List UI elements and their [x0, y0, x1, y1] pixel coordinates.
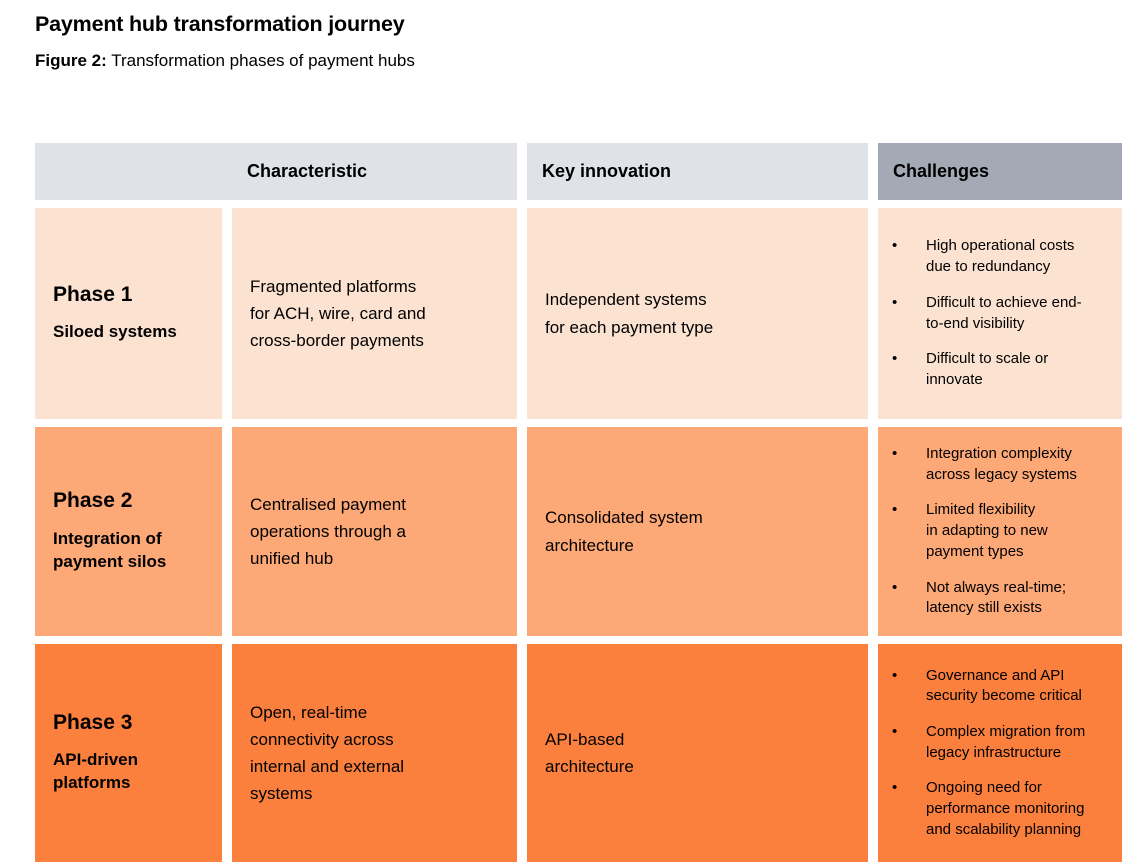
- key-innovation-cell: Consolidated system architecture: [527, 427, 868, 636]
- challenges-cell: • Governance and API security become cri…: [878, 644, 1122, 862]
- phase-subtitle: Integration of payment silos: [53, 528, 167, 571]
- challenges-list: • Governance and API security become cri…: [892, 666, 1112, 841]
- challenge-text: Difficult to achieve end- to-end visibil…: [926, 293, 1082, 332]
- bullet-icon: •: [892, 293, 898, 311]
- bullet-icon: •: [892, 501, 898, 519]
- figure-caption: Figure 2: Transformation phases of payme…: [35, 50, 1110, 71]
- phase-subtitle: Siloed systems: [53, 322, 177, 342]
- challenge-text: Not always real-time; latency still exis…: [926, 578, 1067, 617]
- bullet-icon: •: [892, 722, 898, 740]
- challenge-text: Complex migration from legacy infrastruc…: [926, 722, 1086, 761]
- bullet-icon: •: [892, 578, 898, 596]
- key-innovation-text: Independent systems for each payment typ…: [545, 290, 714, 337]
- challenges-list: • Integration complexity across legacy s…: [892, 444, 1112, 619]
- challenge-text: Limited flexibility in adapting to new p…: [926, 501, 1048, 560]
- list-item: • Complex migration from legacy infrastr…: [892, 722, 1112, 763]
- key-innovation-cell: API-based architecture: [527, 644, 868, 862]
- bullet-icon: •: [892, 445, 898, 463]
- list-item: • High operational costs due to redundan…: [892, 236, 1112, 277]
- header-cell-key-innovation: Key innovation: [527, 143, 868, 200]
- list-item: • Not always real-time; latency still ex…: [892, 578, 1112, 619]
- characteristic-text: Open, real-time connectivity across inte…: [250, 702, 405, 804]
- table-header-row: Characteristic Key innovation Challenges: [35, 143, 1122, 200]
- figure-caption-label: Figure 2:: [35, 50, 107, 70]
- list-item: • Ongoing need for performance monitorin…: [892, 778, 1112, 840]
- key-innovation-cell: Independent systems for each payment typ…: [527, 208, 868, 419]
- phase-cell: Phase 1 Siloed systems: [35, 208, 222, 419]
- list-item: • Difficult to scale or innovate: [892, 349, 1112, 390]
- header-label-key-innovation: Key innovation: [542, 160, 672, 181]
- challenge-text: Governance and API security become criti…: [926, 666, 1082, 705]
- characteristic-text: Fragmented platforms for ACH, wire, card…: [250, 276, 426, 351]
- header-label-challenges: Challenges: [893, 160, 990, 181]
- list-item: • Difficult to achieve end- to-end visib…: [892, 293, 1112, 334]
- characteristic-cell: Centralised payment operations through a…: [232, 427, 517, 636]
- header-cell-phase: [35, 143, 232, 200]
- header-label-characteristic: Characteristic: [247, 160, 368, 181]
- phase-name: Phase 1: [53, 282, 133, 306]
- challenges-list: • High operational costs due to redundan…: [892, 236, 1112, 390]
- challenge-text: Integration complexity across legacy sys…: [926, 445, 1077, 483]
- table-row: Phase 3 API-driven platforms Open, real-…: [35, 644, 1122, 862]
- phase-cell: Phase 2 Integration of payment silos: [35, 427, 222, 636]
- challenges-cell: • Integration complexity across legacy s…: [878, 427, 1122, 636]
- figure-caption-text: Transformation phases of payment hubs: [106, 50, 415, 70]
- figure-header: Payment hub transformation journey Figur…: [35, 12, 1110, 71]
- challenges-cell: • High operational costs due to redundan…: [878, 208, 1122, 419]
- characteristic-cell: Fragmented platforms for ACH, wire, card…: [232, 208, 517, 419]
- bullet-icon: •: [892, 350, 898, 368]
- challenge-text: High operational costs due to redundancy: [926, 237, 1075, 276]
- list-item: • Governance and API security become cri…: [892, 666, 1112, 707]
- phase-cell: Phase 3 API-driven platforms: [35, 644, 222, 862]
- transformation-phases-table: Characteristic Key innovation Challenges…: [35, 143, 1122, 862]
- characteristic-cell: Open, real-time connectivity across inte…: [232, 644, 517, 862]
- list-item: • Limited flexibility in adapting to new…: [892, 500, 1112, 562]
- list-item: • Integration complexity across legacy s…: [892, 444, 1112, 485]
- bullet-icon: •: [892, 779, 898, 797]
- challenge-text: Difficult to scale or innovate: [926, 350, 1049, 388]
- phase-name: Phase 3: [53, 710, 133, 734]
- phase-subtitle: API-driven platforms: [53, 750, 139, 793]
- key-innovation-text: API-based architecture: [545, 729, 634, 776]
- bullet-icon: •: [892, 237, 898, 255]
- table-row: Phase 1 Siloed systems Fragmented platfo…: [35, 208, 1122, 419]
- header-cell-characteristic: Characteristic: [232, 143, 517, 200]
- phase-name: Phase 2: [53, 489, 133, 513]
- page-title: Payment hub transformation journey: [35, 12, 405, 36]
- key-innovation-text: Consolidated system architecture: [545, 508, 703, 555]
- bullet-icon: •: [892, 666, 898, 684]
- characteristic-text: Centralised payment operations through a…: [250, 494, 406, 569]
- table-row: Phase 2 Integration of payment silos Cen…: [35, 427, 1122, 636]
- challenge-text: Ongoing need for performance monitoring …: [926, 779, 1085, 838]
- header-cell-challenges: Challenges: [878, 143, 1122, 200]
